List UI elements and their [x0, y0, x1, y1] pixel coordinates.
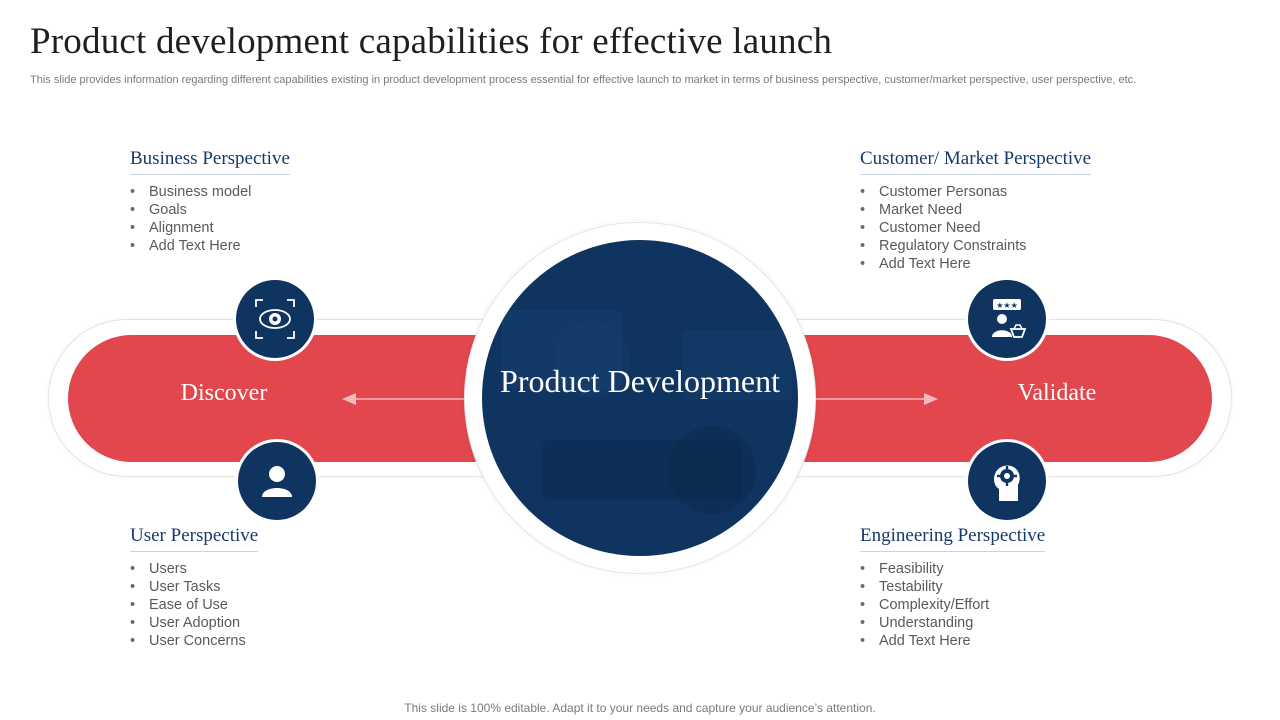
customer-perspective-title: Customer/ Market Perspective: [860, 148, 1092, 175]
user-perspective-title: User Perspective: [130, 525, 259, 552]
business-perspective-list: Business model Goals Alignment Add Text …: [130, 183, 460, 255]
eye-scan-icon: [255, 299, 295, 339]
page-subtitle: This slide provides information regardin…: [30, 74, 1137, 86]
customer-perspective-block: Customer/ Market Perspective Customer Pe…: [860, 148, 1190, 273]
business-perspective-block: Business Perspective Business model Goal…: [130, 148, 460, 255]
list-item: Customer Personas: [860, 183, 1190, 201]
list-item: Feasibility: [860, 560, 1190, 578]
list-item: User Tasks: [130, 578, 460, 596]
list-item: Market Need: [860, 201, 1190, 219]
user-icon-circle: [238, 442, 316, 520]
customer-perspective-list: Customer Personas Market Need Customer N…: [860, 183, 1190, 273]
list-item: Business model: [130, 183, 460, 201]
engineering-perspective-block: Engineering Perspective Feasibility Test…: [860, 525, 1190, 650]
list-item: Regulatory Constraints: [860, 237, 1190, 255]
page-title: Product development capabilities for eff…: [30, 21, 833, 62]
list-item: Understanding: [860, 614, 1190, 632]
list-item: Add Text Here: [860, 632, 1190, 650]
center-background-graphic: [502, 310, 792, 514]
left-arrow-icon: [342, 393, 466, 405]
list-item: Add Text Here: [860, 255, 1190, 273]
discover-label: Discover: [180, 380, 268, 406]
footer-note: This slide is 100% editable. Adapt it to…: [404, 701, 876, 715]
list-item: Alignment: [130, 219, 460, 237]
svg-text:★★★: ★★★: [996, 301, 1018, 310]
list-item: Users: [130, 560, 460, 578]
right-arrow-icon: [814, 393, 938, 405]
list-item: Customer Need: [860, 219, 1190, 237]
list-item: Testability: [860, 578, 1190, 596]
list-item: Goals: [130, 201, 460, 219]
customer-review-icon: ★★★: [992, 299, 1027, 338]
list-item: Ease of Use: [130, 596, 460, 614]
center-label: Product Development: [500, 363, 780, 399]
center-circle: [482, 240, 798, 556]
gear-head-icon: [994, 465, 1020, 501]
user-perspective-list: Users User Tasks Ease of Use User Adopti…: [130, 560, 460, 650]
engineering-perspective-list: Feasibility Testability Complexity/Effor…: [860, 560, 1190, 650]
list-item: Add Text Here: [130, 237, 460, 255]
user-icon: [262, 466, 292, 497]
validate-label: Validate: [1017, 380, 1097, 406]
list-item: User Adoption: [130, 614, 460, 632]
business-perspective-title: Business Perspective: [130, 148, 290, 175]
business-icon-circle: [236, 280, 314, 358]
engineering-icon-circle: [968, 442, 1046, 520]
list-item: Complexity/Effort: [860, 596, 1190, 614]
customer-icon-circle: ★★★: [968, 280, 1046, 358]
engineering-perspective-title: Engineering Perspective: [860, 525, 1046, 552]
user-perspective-block: User Perspective Users User Tasks Ease o…: [130, 525, 460, 650]
list-item: User Concerns: [130, 632, 460, 650]
